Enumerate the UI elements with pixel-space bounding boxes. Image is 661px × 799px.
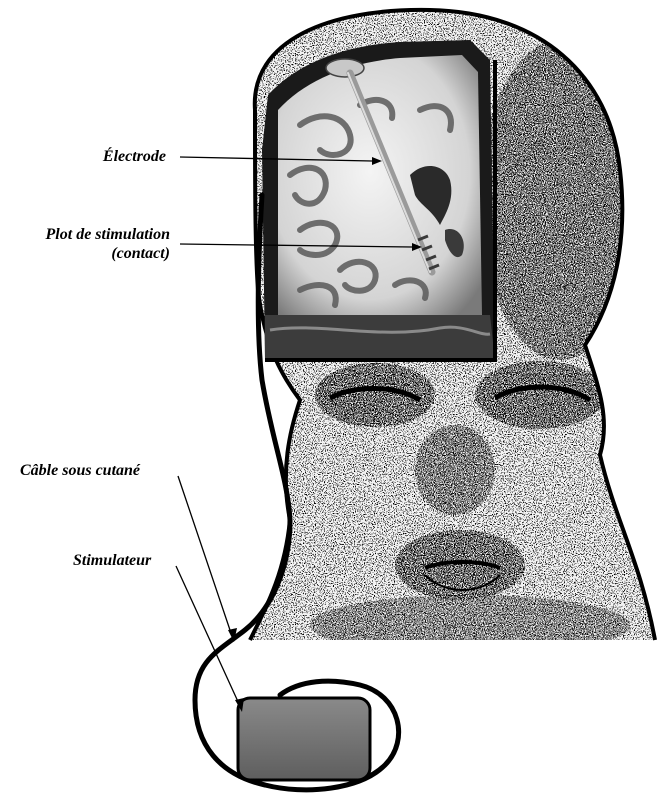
- label-subcutaneous-cable: Câble sous cutané: [20, 461, 140, 480]
- label-stimulation-contact: Plot de stimulation (contact): [46, 225, 170, 263]
- stimulator-device: [238, 698, 370, 780]
- label-stimulation-contact-line1: Plot de stimulation: [46, 225, 170, 244]
- neck-shading: [310, 595, 630, 655]
- brain-cutaway: [262, 40, 495, 360]
- brain-section: [278, 55, 482, 315]
- leader-stimulator: [176, 566, 240, 706]
- leader-cable: [178, 476, 232, 636]
- cutaway-floor: [265, 315, 495, 360]
- label-electrode: Électrode: [103, 147, 166, 166]
- nose-shadow: [415, 425, 495, 515]
- electrode-burr-cap: [326, 59, 364, 77]
- label-stimulator: Stimulateur: [73, 551, 151, 570]
- label-stimulation-contact-line2: (contact): [46, 244, 170, 263]
- cranium-shading: [480, 40, 640, 360]
